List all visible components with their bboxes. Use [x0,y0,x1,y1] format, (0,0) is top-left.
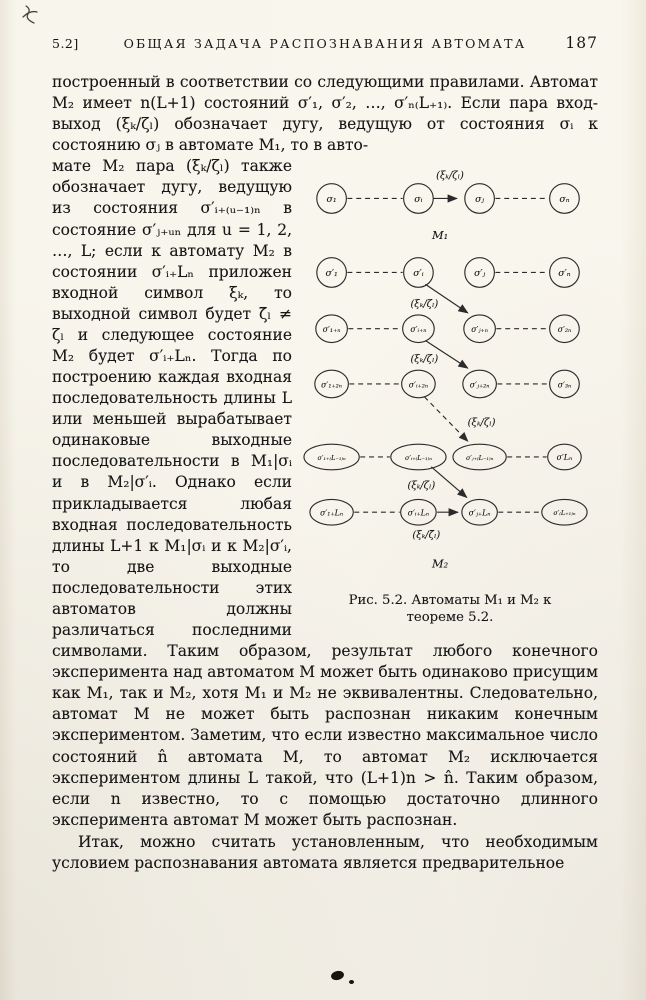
running-title: ОБЩАЯ ЗАДАЧА РАСПОЗНАВАНИЯ АВТОМАТА [123,36,527,51]
state-label: σᵢ [414,194,422,205]
state-node [541,499,588,526]
m2-label: M₂ [431,557,449,571]
state-node [462,369,497,399]
body-paragraph-3: Итак, можно считать установленным, что н… [52,832,598,872]
state-node [464,257,495,289]
m2-edge-label: (ξₖ/ζₗ) [468,418,496,429]
state-node [303,443,360,471]
state-label: σ′₁₊₂ₙ [321,381,342,390]
state-node [390,443,447,471]
state-label: σ′ₙ [558,268,571,279]
state-node [400,499,437,526]
transition-arrow [425,340,469,370]
state-label: σ′ⱼ₊₂ₙ [470,381,490,390]
section-number: 5.2] [52,36,79,51]
body-text: построенный в соответствии со следующими… [52,72,598,874]
state-label: σₙ [559,194,569,205]
state-label: σ′ᵢ [413,268,424,279]
state-label: σ′₁₊ₙ [323,325,341,334]
ink-blot [349,980,354,984]
state-label: σ′₃ₙ [558,381,572,390]
body-paragraph-2: мате M₂ пара (ξₖ/ζₗ) также обозначает ду… [52,157,598,829]
state-label: σ′ᵢ₊₍L₋₁₎ₙ [405,454,432,462]
state-label: σ′ⱼ₊₍L₋₁₎ₙ [466,454,494,462]
m2-edge-label: (ξₖ/ζ̄ₗ) [412,530,440,541]
state-label: σⱼ [475,194,484,205]
state-node [547,443,582,471]
state-label: σ′₍L₊₁₎ₙ [553,509,575,517]
state-label: σ′ⱼ [474,268,486,279]
state-label: σ′₁₊₍L₋₁₎ₙ [318,454,346,462]
state-node [463,314,496,344]
automata-diagram: (ξₖ/ζₗ) σ₁ σᵢ σⱼ σₙ M₁ [303,171,588,571]
state-label: σ′ⱼ₊ₙ [471,325,488,334]
state-node [315,314,348,344]
state-node [461,499,498,526]
state-label: σ′₁ [325,268,337,279]
state-label: σ′₁₊Lₙ [320,509,343,518]
figure-caption: Рис. 5.2. Автоматы M₁ и M₂ к теореме 5.2… [348,592,552,625]
m2-edge-label: (ξₖ/ζₗ) [410,299,438,310]
state-label: σ₁ [327,194,337,205]
m1-edge-label: (ξₖ/ζₗ) [436,171,464,182]
running-head: 5.2] ОБЩАЯ ЗАДАЧА РАСПОЗНАВАНИЯ АВТОМАТА… [52,34,598,52]
state-label: σ′ᵢ₊Lₙ [408,509,429,518]
state-node [549,314,580,344]
state-label: σ′Lₙ [557,453,573,462]
state-node [402,314,435,344]
figure-5-2: (ξₖ/ζₗ) σ₁ σᵢ σⱼ σₙ M₁ [302,159,598,626]
state-label: σ′ᵢ₊ₙ [410,325,426,334]
page-number: 187 [565,34,598,52]
state-node [549,257,580,289]
state-label: σ′₂ₙ [558,325,572,334]
state-label: σ′ᵢ₊₂ₙ [409,381,428,390]
state-node [464,183,495,215]
state-node [549,183,580,215]
body-paragraph-1: построенный в соответствии со следующими… [52,73,598,155]
state-node [452,443,507,471]
transition-arrow-dashed [423,396,469,443]
state-node [314,369,349,399]
state-node [403,257,434,289]
ink-blot [330,969,345,982]
state-node [309,499,354,526]
state-node [316,183,347,215]
state-node [401,369,436,399]
m2-edge-label: (ξₖ/ζₗ) [407,481,435,492]
automaton-m2: σ′₁ σ′ᵢ σ′ⱼ σ′ₙ σ′₁₊ₙ σ′ᵢ₊ₙ σ′ⱼ₊ₙ σ′₂ₙ [303,257,588,571]
transition-arrow [425,284,469,314]
state-node [316,257,347,289]
m1-label: M₁ [431,228,448,242]
state-label: σ′ⱼ₊Lₙ [469,509,491,518]
m2-edge-label: (ξₖ/ζₗ) [410,355,438,366]
automaton-m1: (ξₖ/ζₗ) σ₁ σᵢ σⱼ σₙ M₁ [316,171,580,242]
pen-mark [20,4,42,32]
transition-arrow [430,466,468,499]
state-node [549,369,580,399]
